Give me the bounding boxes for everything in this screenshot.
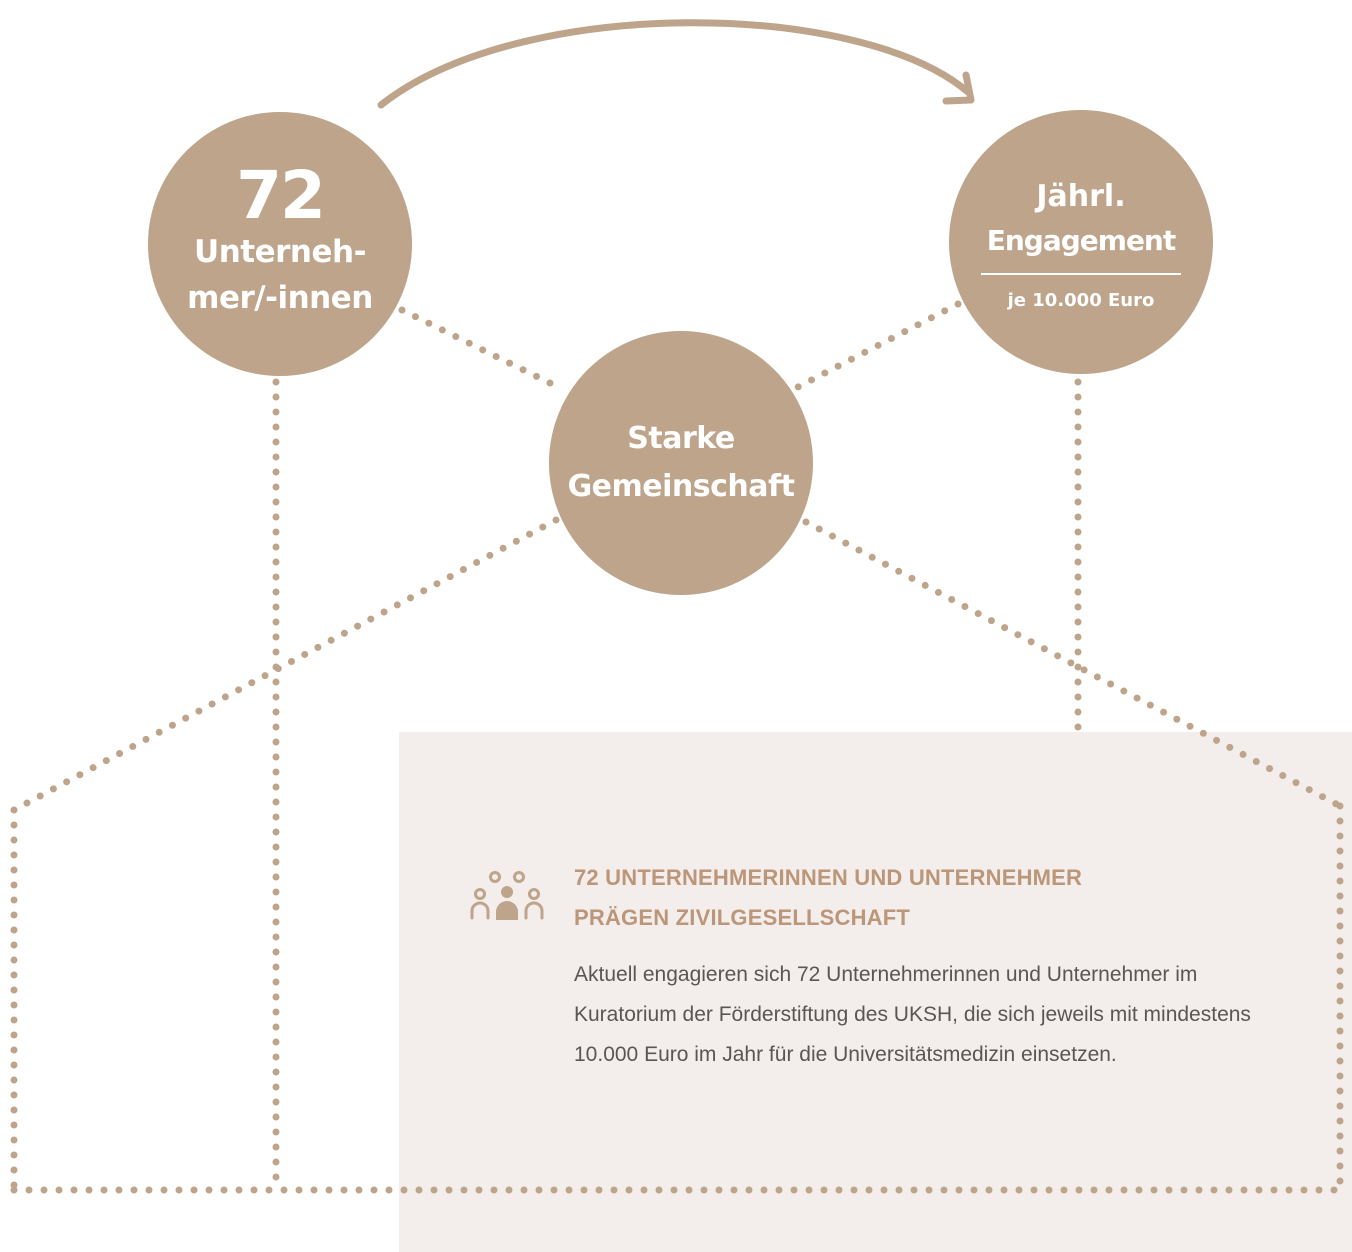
dotted-diagonal-lower-right bbox=[802, 518, 1344, 810]
community-label-line2: Gemeinschaft bbox=[567, 469, 795, 504]
info-body: Aktuell engagieren sich 72 Unternehmerin… bbox=[574, 955, 1334, 1075]
entrepreneur-count: 72 bbox=[236, 157, 326, 234]
info-body-line3: 10.000 Euro im Jahr für die Universitäts… bbox=[574, 1043, 1117, 1066]
community-label-line1: Starke bbox=[627, 421, 735, 456]
node-community: Starke Gemeinschaft bbox=[549, 331, 813, 595]
info-heading: 72 UNTERNEHMERINNEN UND UNTERNEHMER PRÄG… bbox=[574, 858, 1274, 938]
engagement-subtitle: je 10.000 Euro bbox=[1007, 290, 1155, 311]
dotted-link-right-center bbox=[792, 300, 962, 392]
dotted-link-left-center bbox=[398, 306, 564, 392]
info-heading-line2: PRÄGEN ZIVILGESELLSCHAFT bbox=[574, 905, 911, 930]
engagement-divider bbox=[981, 273, 1181, 275]
dotted-diagonal-lower-left bbox=[10, 516, 560, 814]
entrepreneurs-label-line1: Unterneh- bbox=[194, 234, 366, 270]
info-heading-line1: 72 UNTERNEHMERINNEN UND UNTERNEHMER bbox=[574, 865, 1083, 890]
engagement-title-line2: Engagement bbox=[986, 224, 1177, 257]
people-group-icon bbox=[470, 871, 544, 920]
entrepreneurs-label-line2: mer/-innen bbox=[187, 280, 373, 316]
info-panel bbox=[399, 732, 1352, 1252]
node-entrepreneurs: 72 Unterneh- mer/-innen bbox=[148, 112, 412, 376]
node-annual-engagement: Jährl. Engagement je 10.000 Euro bbox=[949, 110, 1213, 374]
arrow-head-icon bbox=[942, 71, 975, 105]
engagement-title-line1: Jährl. bbox=[1036, 179, 1126, 214]
info-body-line1: Aktuell engagieren sich 72 Unternehmerin… bbox=[574, 963, 1198, 986]
curved-arrow bbox=[377, 19, 972, 109]
info-body-line2: Kuratorium der Förderstiftung des UKSH, … bbox=[574, 1003, 1251, 1026]
